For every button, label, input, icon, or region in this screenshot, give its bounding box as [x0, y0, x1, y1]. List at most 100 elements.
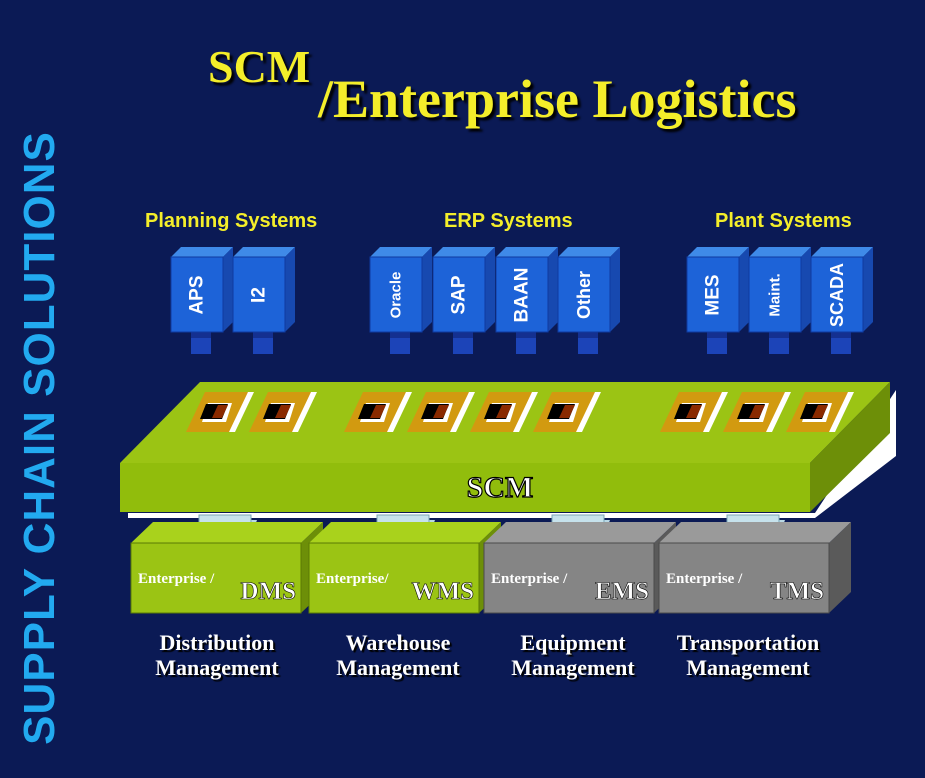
system-plug-shade [253, 332, 273, 338]
socket-inner [433, 405, 449, 418]
system-block-i2: I2 [232, 247, 295, 354]
module-name-line1: Transportation [676, 630, 820, 655]
architecture-diagram: SCM APS I2 Oracle SAP BAAN Other MES Maint. SCADA… [120, 247, 896, 614]
system-block-maint: Maint. [748, 247, 811, 354]
system-block-oracle: Oracle [369, 247, 432, 354]
system-block-front [810, 256, 864, 333]
module-name-line2: Management [336, 655, 460, 680]
system-block-side [801, 247, 811, 332]
system-block-front [557, 256, 611, 333]
system-block-front [232, 256, 286, 333]
system-block-side [610, 247, 620, 332]
system-label: Oracle [388, 272, 405, 319]
system-block-front [686, 256, 740, 333]
system-block-scada: SCADA [810, 247, 873, 354]
module-name-line2: Management [686, 655, 810, 680]
group-label-plant: Plant Systems [715, 210, 852, 232]
system-block-top [496, 247, 558, 257]
system-block-top [811, 247, 873, 257]
system-block-top [749, 247, 811, 257]
system-block-aps: APS [170, 247, 233, 354]
module-name-line1: Warehouse [345, 630, 451, 655]
system-block-front [369, 256, 423, 333]
module-wms: Enterprise/WMS [308, 514, 501, 614]
module-prefix: Enterprise / [138, 571, 215, 587]
module-front [483, 542, 655, 614]
system-block-other: Other [557, 247, 620, 354]
group-label-erp: ERP Systems [444, 210, 573, 232]
system-block-side [739, 247, 749, 332]
system-plug-shade [578, 332, 598, 338]
platform-socket [249, 392, 317, 432]
system-block-front [748, 256, 802, 333]
system-block-top [370, 247, 432, 257]
socket-inner [749, 405, 765, 418]
platform-label: SCM [467, 471, 534, 504]
system-block-top [687, 247, 749, 257]
title-scm: SCM [208, 41, 311, 92]
socket-inner [686, 405, 702, 418]
system-block-side [863, 247, 873, 332]
system-label: BAAN [512, 268, 533, 323]
system-block-top [233, 247, 295, 257]
system-plug-shade [769, 332, 789, 338]
system-label: APS [187, 275, 208, 314]
system-plug-shade [707, 332, 727, 338]
socket-inner [275, 405, 291, 418]
socket-inner [496, 405, 512, 418]
system-block-top [558, 247, 620, 257]
system-block-front [432, 256, 486, 333]
system-label: I2 [249, 287, 270, 303]
system-block-side [285, 247, 295, 332]
module-name-line2: Management [155, 655, 279, 680]
module-prefix: Enterprise/ [316, 571, 389, 587]
module-name-distribution: Distribution Management [129, 630, 305, 680]
module-name-line2: Management [511, 655, 635, 680]
module-tms: Enterprise /TMS [658, 514, 851, 614]
module-prefix: Enterprise / [666, 571, 743, 587]
system-block-side [422, 247, 432, 332]
group-label-planning: Planning Systems [145, 210, 318, 232]
system-block-mes: MES [686, 247, 749, 354]
module-ems: Enterprise /EMS [483, 514, 676, 614]
platform-socket [660, 392, 728, 432]
module-name-line1: Distribution [159, 630, 275, 655]
platform-socket [723, 392, 791, 432]
module-top [309, 522, 501, 543]
system-block-top [171, 247, 233, 257]
system-block-front [495, 256, 549, 333]
module-front [308, 542, 480, 614]
platform-front [120, 463, 810, 512]
system-block-side [223, 247, 233, 332]
module-name-transportation: Transportation Management [660, 630, 836, 680]
platform-socket [186, 392, 254, 432]
main-title: SCM /Enterprise Logistics [205, 30, 905, 130]
module-prefix: Enterprise / [491, 571, 568, 587]
module-code: WMS [412, 578, 475, 605]
title-rest: /Enterprise Logistics [318, 69, 797, 129]
socket-inner [812, 405, 828, 418]
system-plug-shade [390, 332, 410, 338]
system-plug-shade [831, 332, 851, 338]
platform-socket [470, 392, 538, 432]
module-front [130, 542, 302, 614]
system-block-top [433, 247, 495, 257]
module-side [829, 522, 851, 613]
system-label: SCADA [827, 263, 847, 327]
module-dms: Enterprise /DMS [130, 514, 323, 614]
system-plug-shade [516, 332, 536, 338]
socket-inner [559, 405, 575, 418]
system-block-baan: BAAN [495, 247, 558, 354]
module-front [658, 542, 830, 614]
system-label: MES [703, 274, 724, 315]
platform-socket [533, 392, 601, 432]
module-top [484, 522, 676, 543]
system-plug-shade [453, 332, 473, 338]
platform-socket [344, 392, 412, 432]
system-block-side [548, 247, 558, 332]
system-label: SAP [449, 275, 470, 314]
system-plug-shade [191, 332, 211, 338]
system-block-front [170, 256, 224, 333]
module-name-warehouse: Warehouse Management [310, 630, 486, 680]
system-block-sap: SAP [432, 247, 495, 354]
